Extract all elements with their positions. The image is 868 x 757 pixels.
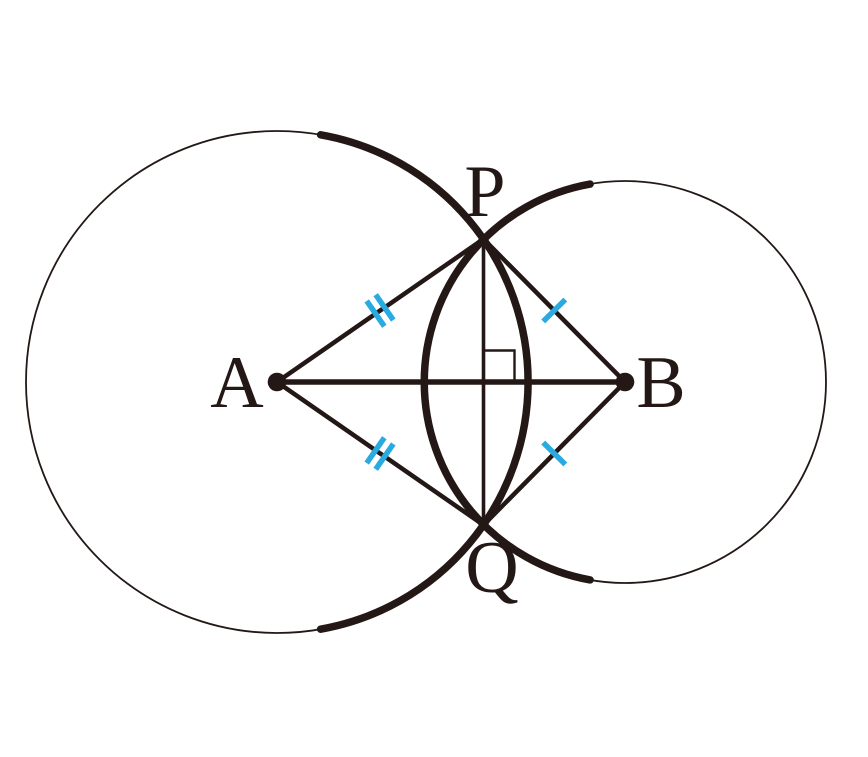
label-b: B [636,342,685,424]
segment-ap [274,236,486,385]
tick-bp [541,297,568,324]
point-a-dot [267,372,287,392]
point-b-dot [615,372,635,392]
segment-aq [274,379,486,528]
tick-bq [541,440,568,467]
tick-aq-1 [373,442,396,471]
right-angle-mark [483,349,516,382]
label-a: A [210,342,263,424]
tick-aq-2 [364,436,387,465]
label-p: P [464,151,505,233]
tick-ap-1 [373,293,396,322]
label-q: Q [465,527,518,609]
tick-ap-2 [364,299,387,328]
